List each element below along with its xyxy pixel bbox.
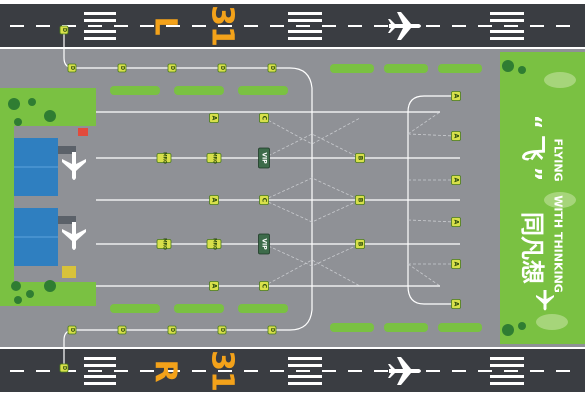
airplane-icon-top: [388, 12, 421, 40]
runway-31l-threshold-bars: [84, 12, 524, 40]
stand-marker-label: B: [357, 198, 364, 203]
stand-marker-label: D: [219, 66, 225, 70]
airplane-icon-gate-lower: [62, 222, 86, 250]
stand-marker-label: MRO: [162, 238, 168, 250]
stand-marker-apron_small: MRO: [156, 152, 172, 164]
stand-marker-label: D: [119, 328, 125, 332]
apron-grass-strips: [110, 64, 482, 332]
stand-marker-label: D: [69, 66, 75, 70]
stand-marker-vip: VIP: [258, 147, 270, 169]
slogan-quote-open: “: [520, 115, 545, 129]
stand-marker-label: MRO: [212, 152, 218, 164]
runway-31r-threshold-bars: [84, 357, 524, 385]
stand-marker-label: D: [169, 328, 175, 332]
stand-marker-label: B: [357, 242, 364, 247]
terminal-trees: [8, 98, 56, 304]
stand-marker-vip: VIP: [258, 233, 270, 255]
slogan-tail: 同凡想: [518, 212, 546, 284]
stand-marker-c: C: [259, 113, 269, 123]
stand-marker-d: D: [267, 63, 277, 73]
stand-marker-a: A: [451, 91, 461, 101]
stand-guide-lines: [263, 111, 457, 287]
airplane-icon-gate-upper: [62, 152, 86, 180]
stand-marker-label: A: [453, 302, 460, 307]
stand-marker-a: A: [451, 259, 461, 269]
cloud-shapes: [536, 72, 576, 330]
airplane-icon-bottom: [388, 357, 421, 385]
stand-marker-label: C: [261, 116, 268, 121]
stand-marker-label: A: [211, 198, 218, 203]
stand-marker-apron_small: MRO: [156, 238, 172, 250]
stand-marker-c: C: [259, 281, 269, 291]
runway-31r-number: 31: [205, 350, 240, 392]
stand-marker-d: D: [59, 363, 69, 373]
slogan-quote-close: ”: [520, 167, 545, 181]
stand-marker-label: D: [219, 328, 225, 332]
stand-marker-label: A: [453, 220, 460, 225]
stand-marker-d: D: [167, 325, 177, 335]
stand-marker-label: A: [453, 262, 460, 267]
stand-marker-label: A: [453, 178, 460, 183]
runway-31l-number: 31: [205, 5, 240, 47]
stand-marker-label: C: [261, 284, 268, 289]
stand-marker-label: MRO: [212, 238, 218, 250]
stand-marker-d: D: [117, 63, 127, 73]
stand-marker-label: A: [211, 116, 218, 121]
stand-marker-a: A: [451, 131, 461, 141]
stand-marker-label: VIP: [261, 238, 268, 250]
stand-marker-d: D: [217, 63, 227, 73]
stand-marker-label: A: [453, 134, 460, 139]
stand-marker-a: A: [209, 281, 219, 291]
stand-marker-label: D: [269, 66, 275, 70]
stand-marker-a: A: [451, 299, 461, 309]
stand-markers: D D D D D D D D D D D D A C MRO MRO VIP A C MRO MRO VIP A C B B B A…: [59, 25, 461, 373]
slogan-trees: [502, 60, 526, 336]
stand-marker-d: D: [167, 63, 177, 73]
stand-marker-label: D: [61, 366, 67, 370]
runway-31r: [0, 348, 585, 393]
stand-marker-d: D: [67, 325, 77, 335]
stand-marker-label: A: [211, 284, 218, 289]
stand-marker-label: MRO: [162, 152, 168, 164]
stand-marker-a: A: [451, 175, 461, 185]
apron-area: [0, 48, 585, 348]
stand-marker-c: C: [259, 195, 269, 205]
stand-marker-apron_small: MRO: [206, 152, 222, 164]
stand-marker-label: D: [269, 328, 275, 332]
stand-marker-label: A: [453, 94, 460, 99]
runway-31l-letter: L: [148, 16, 183, 35]
stand-marker-label: D: [69, 328, 75, 332]
stand-marker-a: A: [209, 195, 219, 205]
stand-marker-a: A: [209, 113, 219, 123]
stand-marker-label: C: [261, 198, 268, 203]
stand-marker-d: D: [217, 325, 227, 335]
stand-marker-d: D: [117, 325, 127, 335]
stand-marker-d: D: [59, 25, 69, 35]
stand-marker-b: B: [355, 153, 365, 163]
airplane-icon-slogan: [536, 290, 554, 311]
stand-marker-label: D: [61, 28, 67, 32]
stand-marker-a: A: [451, 217, 461, 227]
stand-marker-label: D: [169, 66, 175, 70]
stand-marker-d: D: [67, 63, 77, 73]
stand-marker-label: D: [119, 66, 125, 70]
slogan-english-line2: WITH THINKING: [552, 195, 565, 293]
slogan-english-line1: FLYING: [552, 138, 565, 181]
runway-31l: [0, 3, 585, 48]
slogan-character: 飞: [517, 135, 547, 161]
stand-marker-b: B: [355, 195, 365, 205]
stand-marker-label: B: [357, 156, 364, 161]
stand-marker-d: D: [267, 325, 277, 335]
runway-31r-letter: R: [148, 359, 183, 382]
stand-marker-apron_small: MRO: [206, 238, 222, 250]
stand-marker-label: VIP: [261, 152, 268, 164]
stand-marker-b: B: [355, 239, 365, 249]
